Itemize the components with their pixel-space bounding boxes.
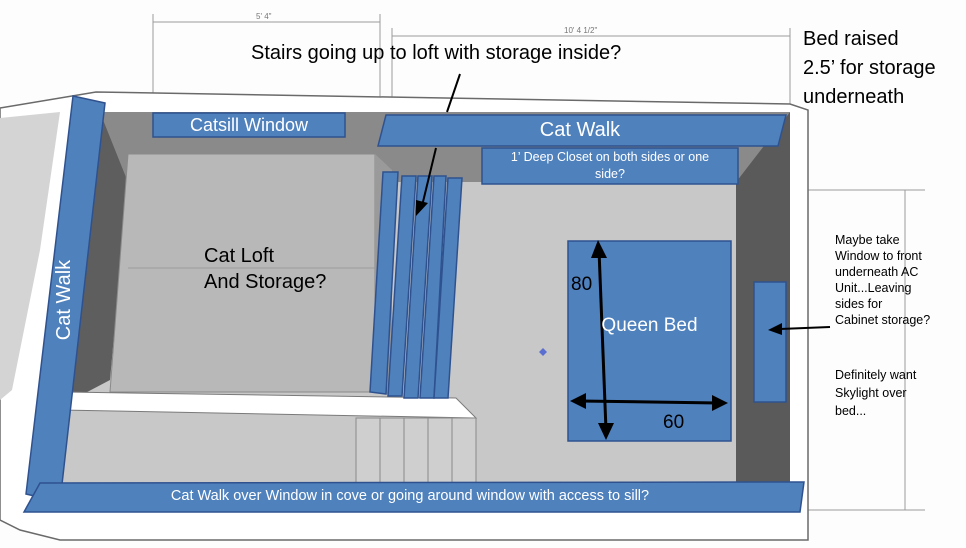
ac-unit — [753, 281, 787, 403]
skylight-note-line: Skylight over — [835, 386, 907, 400]
dimension-label-right: 10' 4 1/2" — [564, 26, 598, 35]
cat-loft-line-2: And Storage? — [204, 271, 327, 293]
left-wall — [72, 112, 128, 400]
cat-walk-bottom — [22, 481, 805, 513]
ac-note-line: sides for — [835, 297, 883, 311]
ac-note: Maybe take Window to front underneath AC… — [835, 232, 930, 328]
bed-width-label: 60 — [663, 412, 685, 433]
skylight-note-line: bed... — [835, 404, 867, 418]
ac-note-line: underneath AC — [835, 265, 919, 279]
queen-bed-label: Queen Bed — [601, 315, 698, 336]
annotation-arrows — [416, 73, 831, 440]
catsill-window — [152, 112, 346, 138]
ac-note-line: Maybe take — [835, 233, 900, 247]
bed-length-label: 80 — [571, 274, 593, 295]
skylight-note-line: Definitely want — [835, 368, 917, 382]
catsill-window-label: Catsill Window — [189, 115, 309, 135]
cat-walk-top — [377, 114, 787, 147]
cat-loft-label: Cat Loft And Storage? — [204, 243, 326, 295]
origin-marker — [539, 348, 547, 356]
bed-raised-line-1: Bed raised — [803, 28, 899, 50]
dimension-label-left: 5' 4" — [256, 12, 272, 21]
dimension-lines — [152, 14, 925, 511]
ac-note-line: Cabinet storage? — [835, 313, 931, 327]
cat-loft-line-1: Cat Loft — [204, 245, 275, 267]
ac-note-line: Unit...Leaving — [835, 281, 912, 295]
bed-raised-line-3: underneath — [803, 86, 905, 108]
closet — [481, 147, 739, 185]
cat-walk-bottom-label: Cat Walk over Window in cove or going ar… — [170, 488, 650, 504]
bed-raised-note: Bed raised 2.5’ for storage underneath — [803, 25, 936, 112]
stair-steps — [355, 417, 477, 487]
stairs-note: Stairs going up to loft with storage ins… — [251, 42, 622, 64]
queen-bed — [567, 240, 732, 442]
cat-walk-left-label: Cat Walk — [53, 259, 75, 341]
ac-note-line: Window to front — [835, 249, 922, 263]
bed-raised-line-2: 2.5’ for storage — [803, 57, 936, 79]
skylight-note: Definitely want Skylight over bed... — [835, 366, 916, 420]
stairs — [369, 171, 463, 399]
cat-walk-top-label: Cat Walk — [539, 119, 621, 141]
closet-label: 1’ Deep Closet on both sides or one side… — [510, 150, 710, 181]
